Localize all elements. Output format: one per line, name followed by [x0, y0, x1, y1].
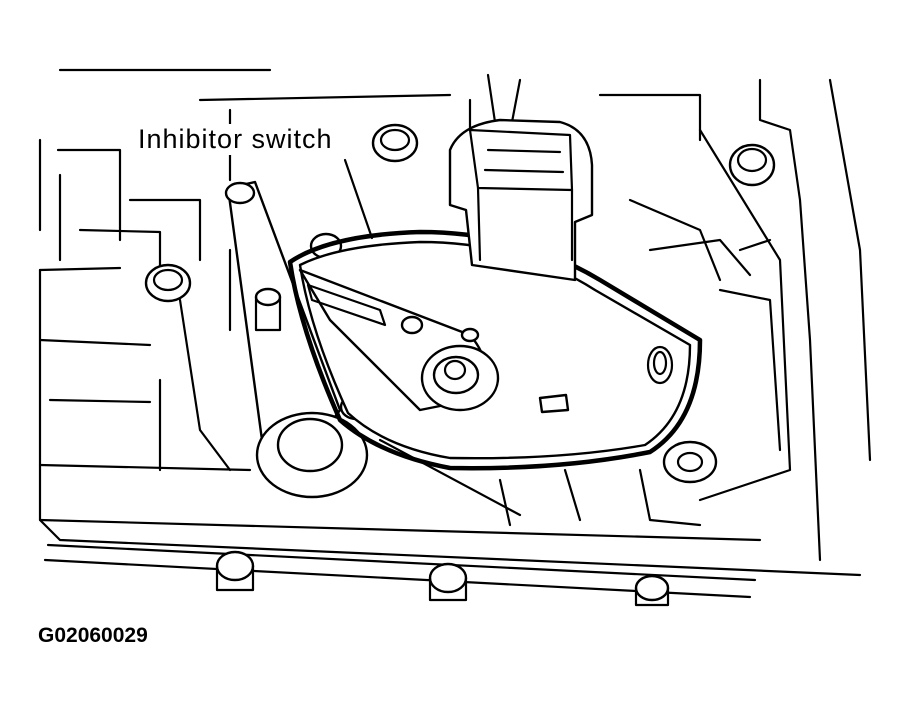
inhibitor-switch — [287, 229, 703, 471]
inhibitor-switch-label: Inhibitor switch — [134, 124, 337, 155]
valve-body-bolts — [215, 550, 670, 607]
switch-connector — [448, 73, 594, 282]
case-bosses — [144, 123, 776, 484]
callout-leader-line — [343, 158, 374, 240]
transmission-case — [38, 68, 872, 599]
shift-lever — [224, 180, 369, 499]
figure-id: G02060029 — [38, 624, 148, 647]
